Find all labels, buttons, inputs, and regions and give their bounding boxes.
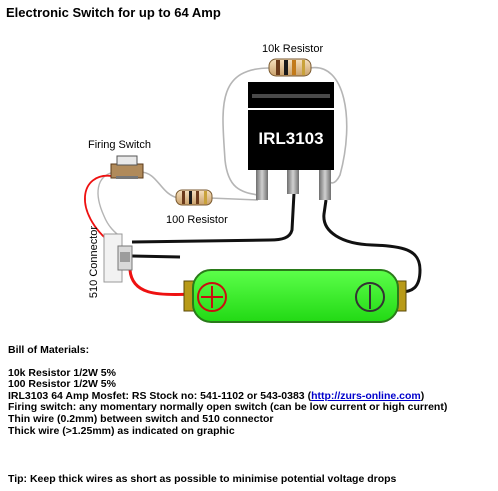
bom-item-resistor-10k: 10k Resistor 1/2W 5% xyxy=(8,366,116,379)
thin-wire-switch-to-100r xyxy=(139,171,179,199)
thick-wire-source-to-battery-negative xyxy=(322,199,422,294)
circuit-diagram: Electronic Switch for up to 64 Amp IRL31… xyxy=(6,5,422,323)
bom-mosfet-text: IRL3103 64 Amp Mosfet: RS Stock no: 541-… xyxy=(8,389,312,402)
mosfet-body xyxy=(248,110,334,170)
bom-mosfet-link[interactable]: http://zurs-online.com xyxy=(311,389,421,402)
mosfet-label: IRL3103 xyxy=(258,129,323,148)
connector-label: 510 Connector xyxy=(88,226,100,298)
thick-wire-connector-ground xyxy=(131,254,181,259)
resistor-10k-label: 10k Resistor xyxy=(262,43,323,55)
battery-negative-icon xyxy=(355,282,385,312)
mosfet-tab-highlight xyxy=(252,94,330,98)
mosfet-drain-leg xyxy=(287,170,299,194)
resistor-100 xyxy=(175,189,213,206)
thin-wire-10k-to-source xyxy=(309,66,348,184)
diagram-title: Electronic Switch for up to 64 Amp xyxy=(6,5,221,20)
connector-510 xyxy=(103,233,133,283)
resistor-10k xyxy=(268,58,312,77)
mosfet-source-leg xyxy=(319,170,331,200)
thin-wire-10k-to-chip xyxy=(222,67,271,196)
bom-item-resistor-100: 100 Resistor 1/2W 5% xyxy=(8,378,116,391)
battery xyxy=(183,269,407,323)
red-wire-connector-to-battery-positive xyxy=(128,269,193,297)
battery-positive-icon xyxy=(197,282,227,312)
bom-note-firing-switch: Firing switch: any momentary normally op… xyxy=(8,401,448,414)
firing-switch xyxy=(110,155,144,179)
bom-mosfet-suffix: ) xyxy=(420,389,425,402)
firing-switch-label: Firing Switch xyxy=(88,139,151,151)
bom-note-thin-wire: Thin wire (0.2mm) between switch and 510… xyxy=(8,412,274,425)
thick-wire-drain-to-connector xyxy=(131,192,296,244)
mosfet-gate-leg xyxy=(256,170,268,200)
bom-note-thick-wire: Thick wire (>1.25mm) as indicated on gra… xyxy=(8,424,235,437)
bom-item-mosfet: IRL3103 64 Amp Mosfet: RS Stock no: 541-… xyxy=(8,389,496,403)
thin-wire-100r-to-gate xyxy=(209,197,259,201)
bom-heading: Bill of Materials: xyxy=(8,344,90,356)
resistor-100-label: 100 Resistor xyxy=(166,214,228,226)
thin-wire-switch-to-connector xyxy=(97,171,123,239)
bill-of-materials: Bill of Materials: 10k Resistor 1/2W 5% … xyxy=(8,344,496,437)
tip-text: Tip: Keep thick wires as short as possib… xyxy=(8,473,397,485)
